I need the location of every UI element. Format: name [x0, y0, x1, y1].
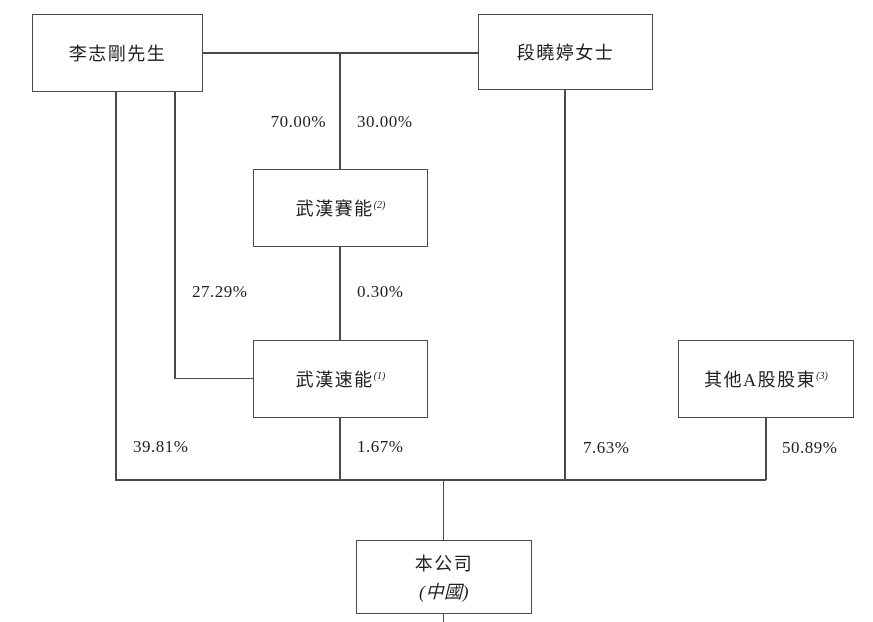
connector-suneng-to-bus [339, 418, 341, 480]
pct-label-duan-to-company: 7.63% [583, 438, 630, 457]
connector-duan-to-bus [564, 90, 566, 480]
node-label: 段曉婷女士 [516, 43, 615, 63]
connector-saineng-to-suneng [339, 246, 341, 340]
node-label: 武漢賽能(2) [295, 199, 386, 219]
pct-label-saineng-to-suneng: 0.30% [357, 282, 404, 301]
connector-li-to-suneng-vertical [174, 91, 176, 379]
connector-into-saineng-top [339, 52, 341, 169]
connector-li-to-suneng-horizontal [174, 377, 253, 379]
pct-label-li-to-saineng: 70.00% [270, 112, 326, 131]
pct-label-li-to-company: 39.81% [133, 437, 189, 456]
node-label: 李志剛先生 [68, 44, 167, 64]
node-other-a-shareholders: 其他A股股東(3) [678, 340, 854, 418]
pct-label-suneng-to-company: 1.67% [357, 437, 404, 456]
footnote-sup: (2) [373, 200, 386, 211]
node-li-zhigang: 李志剛先生 [32, 14, 203, 92]
node-sublabel: (中國) [419, 582, 469, 602]
node-duan-xiaoting: 段曉婷女士 [478, 14, 653, 90]
node-label: 武漢速能(1) [295, 370, 386, 390]
connector-li-to-bus [115, 91, 117, 480]
footnote-sup: (1) [373, 371, 386, 382]
node-wuhan-suneng: 武漢速能(1) [253, 340, 428, 418]
pct-label-li-to-suneng: 27.29% [192, 282, 248, 301]
node-label: 本公司 [414, 554, 474, 574]
footnote-sup: (3) [816, 371, 828, 382]
node-wuhan-saineng: 武漢賽能(2) [253, 169, 428, 247]
node-the-company: 本公司 (中國) [356, 540, 532, 614]
node-label: 其他A股股東(3) [704, 370, 828, 390]
connector-top-horizontal [203, 52, 478, 54]
pct-label-duan-to-saineng: 30.00% [357, 112, 413, 131]
connector-company-bottom-stub [442, 613, 444, 622]
connector-bus-horizontal [115, 479, 766, 481]
connector-bus-to-company [442, 480, 444, 540]
pct-label-other-to-company: 50.89% [782, 438, 838, 457]
connector-other-to-bus [765, 418, 767, 480]
